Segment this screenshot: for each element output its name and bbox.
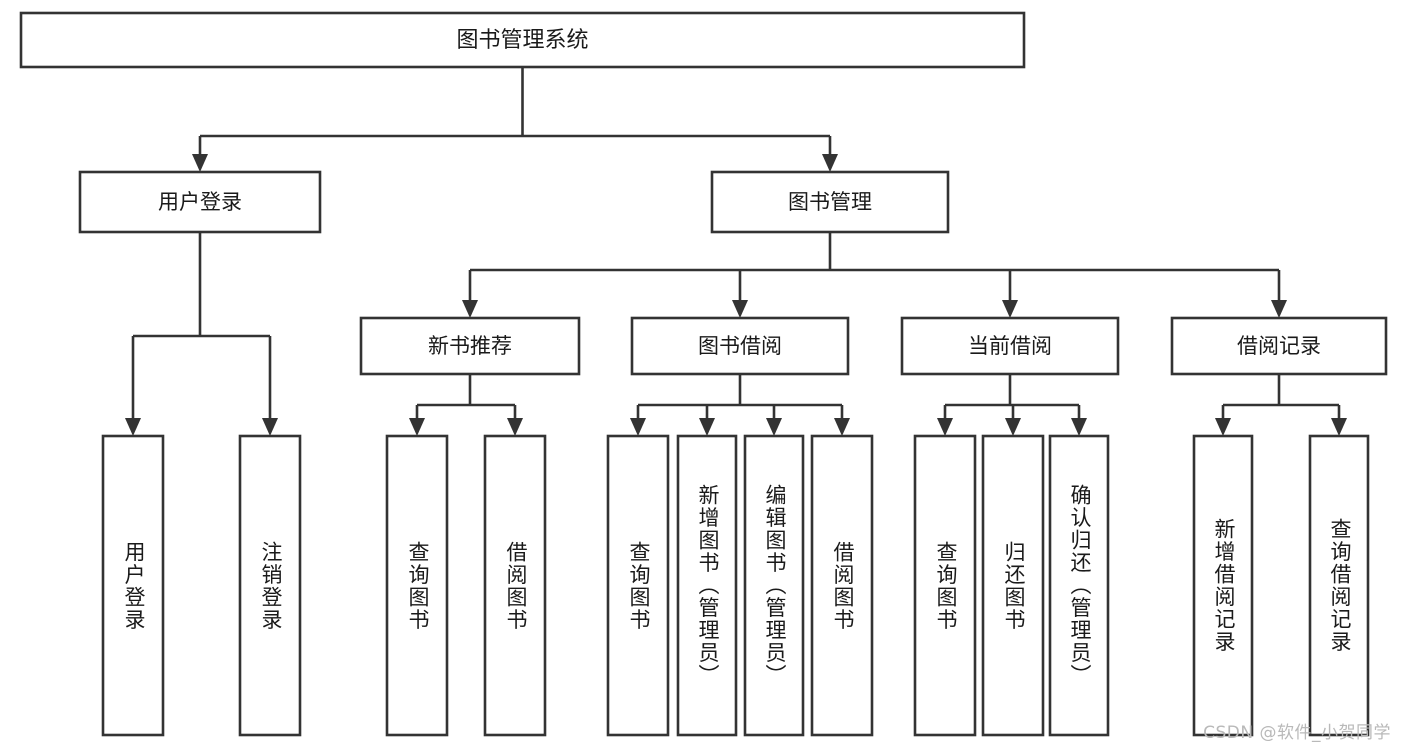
node-book-borrow[interactable]: 图书借阅	[630, 316, 850, 376]
arrow-head-icon	[192, 154, 208, 172]
node-leaf-borrow-book-1[interactable]	[483, 434, 547, 737]
node-leaf-logout-login[interactable]	[238, 434, 302, 737]
node-leaf-query-book-1[interactable]	[385, 434, 449, 737]
node-book-management-system-rect	[19, 11, 1026, 69]
node-borrow-record-rect	[1170, 316, 1388, 376]
node-leaf-query-book-2[interactable]	[606, 434, 670, 737]
node-borrow-record-label: 借阅记录	[1237, 334, 1321, 358]
arrow-head-icon	[125, 418, 141, 436]
connectors-layer	[125, 67, 1347, 436]
node-book-borrow-label: 图书借阅	[698, 334, 782, 358]
node-user-login[interactable]: 用户登录	[78, 170, 322, 234]
node-new-book-recommend-rect	[359, 316, 581, 376]
node-leaf-edit-book-admin-rect	[743, 434, 805, 737]
node-leaf-user-login-rect	[101, 434, 165, 737]
node-leaf-confirm-return-rect	[1048, 434, 1110, 737]
arrow-head-icon	[1271, 300, 1287, 318]
node-leaf-confirm-return[interactable]	[1048, 434, 1110, 737]
node-leaf-user-login[interactable]	[101, 434, 165, 737]
node-leaf-query-book-2-rect	[606, 434, 670, 737]
arrow-head-icon	[262, 418, 278, 436]
node-leaf-query-book-3[interactable]	[913, 434, 977, 737]
node-new-book-recommend[interactable]: 新书推荐	[359, 316, 581, 376]
node-leaf-borrow-book-2[interactable]	[810, 434, 874, 737]
node-user-login-label: 用户登录	[158, 190, 242, 214]
node-leaf-borrow-book-1-rect	[483, 434, 547, 737]
watermark: CSDN @软件_小贺同学	[1203, 723, 1391, 743]
arrow-head-icon	[409, 418, 425, 436]
arrow-head-icon	[822, 154, 838, 172]
arrow-head-icon	[1331, 418, 1347, 436]
node-leaf-query-book-3-rect	[913, 434, 977, 737]
node-book-management-system[interactable]: 图书管理系统	[19, 11, 1026, 69]
node-leaf-add-book-admin-rect	[676, 434, 738, 737]
node-book-management-rect	[710, 170, 950, 234]
node-leaf-add-borrow-record-rect	[1192, 434, 1254, 737]
node-current-borrow-label: 当前借阅	[968, 334, 1052, 358]
node-new-book-recommend-label: 新书推荐	[428, 334, 512, 358]
arrow-head-icon	[1215, 418, 1231, 436]
node-book-management[interactable]: 图书管理	[710, 170, 950, 234]
arrow-head-icon	[834, 418, 850, 436]
node-leaf-query-borrow-record-rect	[1308, 434, 1370, 737]
node-book-management-system-label: 图书管理系统	[456, 28, 588, 53]
node-current-borrow[interactable]: 当前借阅	[900, 316, 1120, 376]
node-book-borrow-rect	[630, 316, 850, 376]
node-leaf-return-book-rect	[981, 434, 1045, 737]
node-current-borrow-rect	[900, 316, 1120, 376]
arrow-head-icon	[630, 418, 646, 436]
arrow-head-icon	[937, 418, 953, 436]
arrow-head-icon	[1071, 418, 1087, 436]
arrow-head-icon	[766, 418, 782, 436]
arrow-head-icon	[462, 300, 478, 318]
arrow-head-icon	[1005, 418, 1021, 436]
node-leaf-query-book-1-rect	[385, 434, 449, 737]
node-leaf-add-book-admin[interactable]	[676, 434, 738, 737]
node-book-management-label: 图书管理	[788, 190, 872, 214]
node-borrow-record[interactable]: 借阅记录	[1170, 316, 1388, 376]
node-leaf-logout-login-rect	[238, 434, 302, 737]
arrow-head-icon	[732, 300, 748, 318]
node-leaf-query-borrow-record[interactable]	[1308, 434, 1370, 737]
arrow-head-icon	[1002, 300, 1018, 318]
node-leaf-borrow-book-2-rect	[810, 434, 874, 737]
arrow-head-icon	[699, 418, 715, 436]
node-leaf-edit-book-admin[interactable]	[743, 434, 805, 737]
node-user-login-rect	[78, 170, 322, 234]
node-leaf-return-book[interactable]	[981, 434, 1045, 737]
node-leaf-add-borrow-record[interactable]	[1192, 434, 1254, 737]
arrow-head-icon	[507, 418, 523, 436]
